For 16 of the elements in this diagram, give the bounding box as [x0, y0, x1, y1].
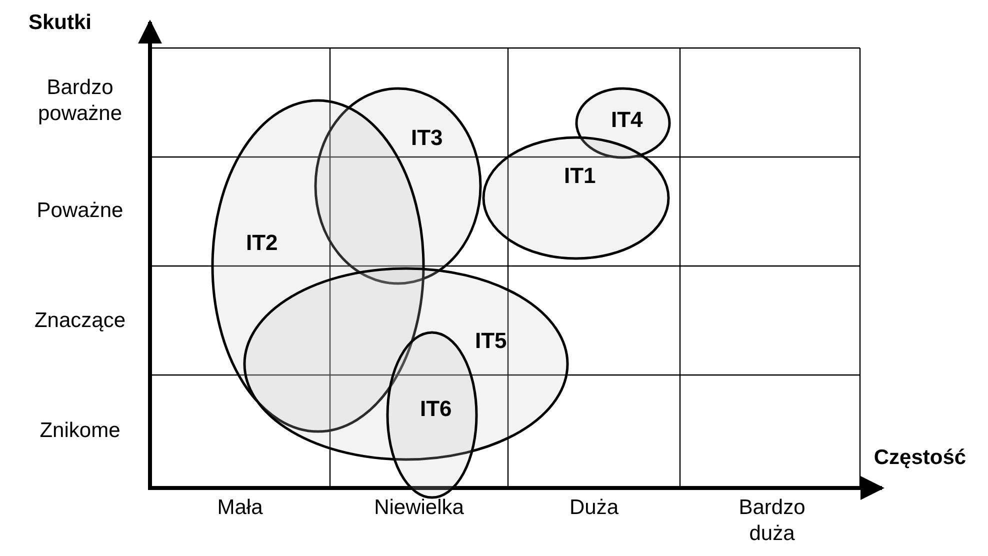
- risk-label: IT4: [611, 107, 643, 133]
- risk-label: IT3: [411, 125, 443, 151]
- column-label: Mała: [216, 495, 264, 521]
- column-label: Bardzo duża: [738, 495, 806, 547]
- risk-label: IT5: [475, 328, 507, 354]
- axis-title: Skutki: [27, 10, 93, 36]
- row-label: Znikome: [38, 418, 122, 444]
- risk-label: IT2: [246, 230, 278, 256]
- row-label: Poważne: [36, 198, 124, 224]
- axis-title: Częstość: [872, 445, 968, 471]
- column-label: Niewielka: [373, 495, 465, 521]
- row-label: Bardzo poważne: [36, 75, 124, 127]
- column-label: Duża: [568, 495, 620, 521]
- row-label: Znaczące: [33, 308, 127, 334]
- risk-label: IT1: [564, 163, 596, 189]
- risk-label: IT6: [420, 396, 452, 422]
